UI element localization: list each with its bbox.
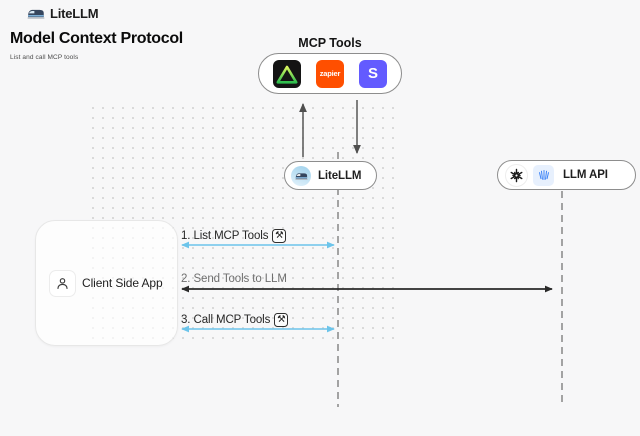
stripe-icon: S <box>359 59 387 88</box>
litellm-node: LiteLLM <box>284 161 377 190</box>
litellm-node-label: LiteLLM <box>318 169 362 182</box>
llm-provider-icon <box>533 164 554 186</box>
brand-header: LiteLLM <box>27 6 99 21</box>
mcp-tools-label: MCP Tools <box>298 36 362 50</box>
page-title: Model Context Protocol <box>10 30 183 47</box>
client-side-app-node: Client Side App <box>35 220 178 346</box>
litellm-logo-icon <box>291 165 311 186</box>
step-2-label: 2. Send Tools to LLM <box>181 273 287 285</box>
llm-api-node-label: LLM API <box>563 169 608 181</box>
client-node-label: Client Side App <box>82 276 163 290</box>
openai-logo-icon <box>505 163 528 187</box>
step-3-label: 3. Call MCP Tools ⚒ <box>181 313 289 327</box>
zapier-icon: zapier <box>316 59 344 88</box>
page-subtitle: List and call MCP tools <box>10 54 79 61</box>
mcp-tools-node: zapier S <box>258 53 402 94</box>
title-block: Model Context Protocol List and call MCP… <box>10 30 183 61</box>
brand-name: LiteLLM <box>50 6 99 21</box>
tools-icon: ⚒ <box>274 313 289 327</box>
litellm-train-icon <box>27 7 45 20</box>
step-2-text: 2. Send Tools to LLM <box>181 273 287 285</box>
person-icon <box>49 269 76 297</box>
stripe-letter: S <box>367 65 378 82</box>
llm-api-node: LLM API <box>497 160 636 190</box>
step-1-text: 1. List MCP Tools <box>181 230 269 242</box>
triangle-tool-icon <box>273 59 301 88</box>
step-1-label: 1. List MCP Tools ⚒ <box>181 229 287 243</box>
step-3-text: 3. Call MCP Tools <box>181 314 271 326</box>
zapier-wordmark: zapier <box>319 69 341 78</box>
tools-icon: ⚒ <box>272 229 287 243</box>
